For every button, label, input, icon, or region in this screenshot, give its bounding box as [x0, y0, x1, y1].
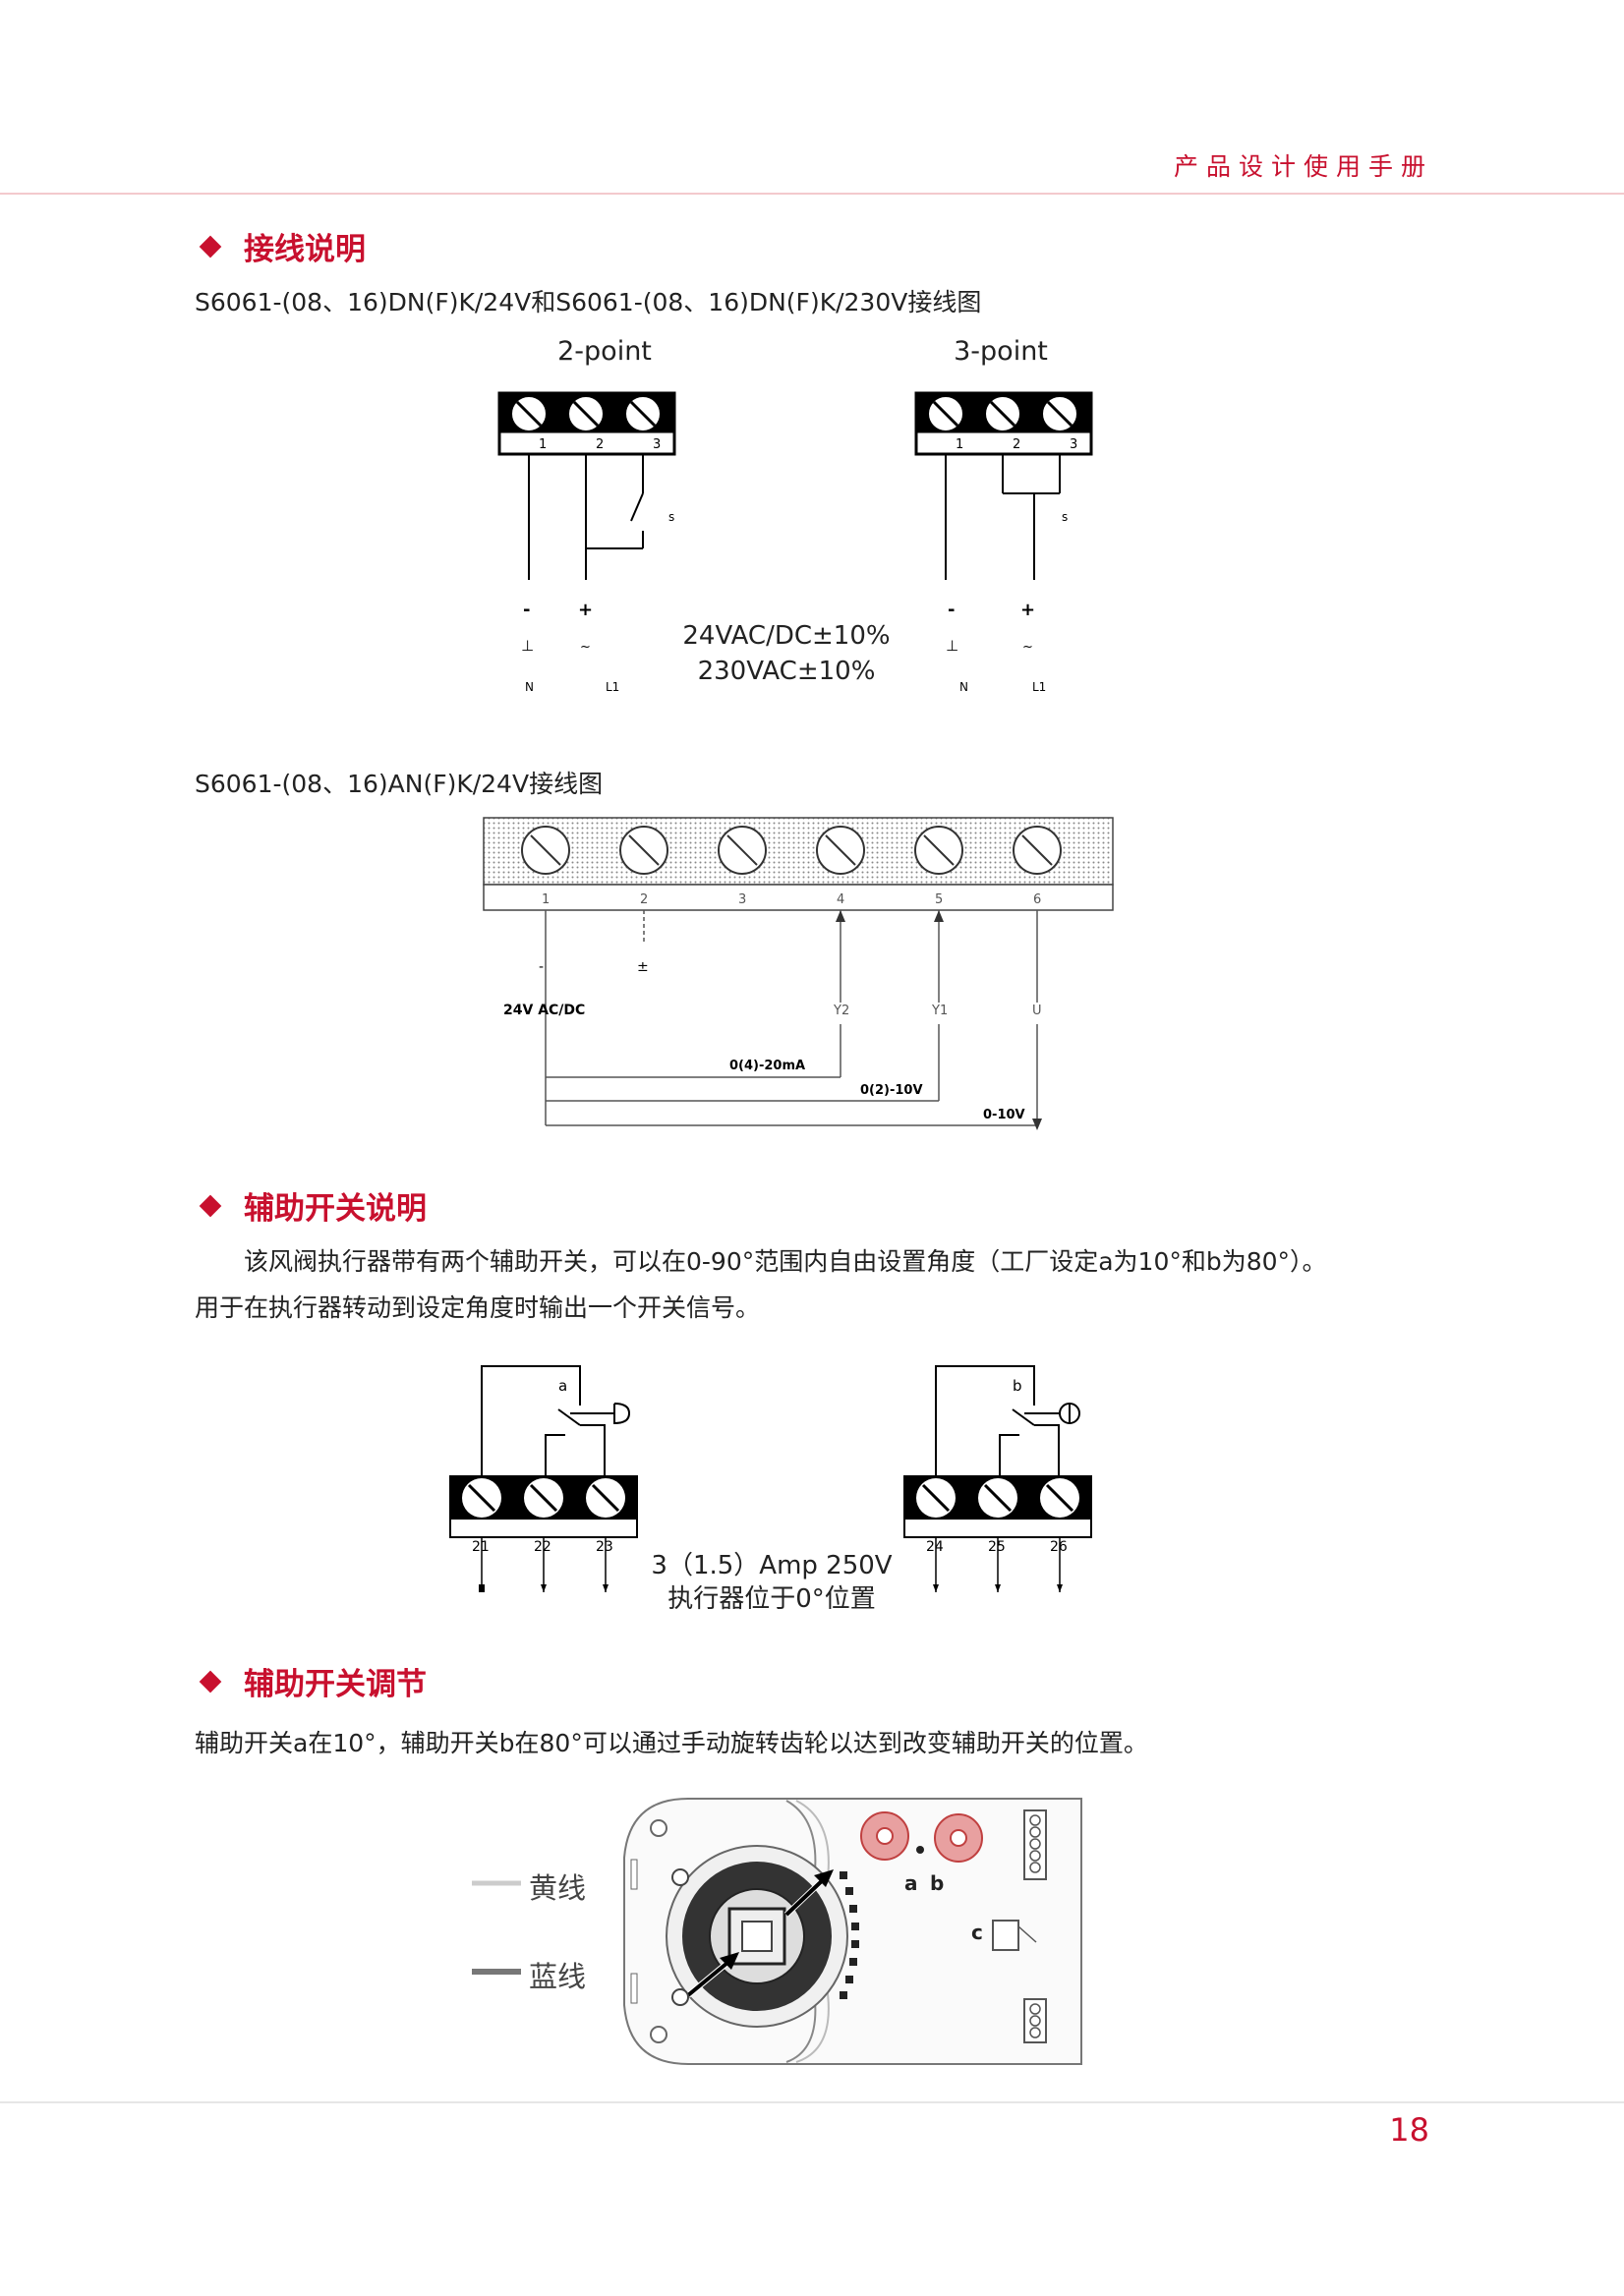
section-title-wiring: 接线说明	[197, 224, 366, 268]
ac-symbol: ~	[580, 640, 591, 655]
cam-b-label: b	[930, 1871, 945, 1895]
aux-position-note: 执行器位于0°位置	[667, 1584, 876, 1614]
aux-switch-a	[449, 1365, 638, 1592]
adjust-description: 辅助开关a在10°，辅助开关b在80°可以通过手动旋转齿轮以达到改变辅助开关的位…	[195, 1729, 1148, 1757]
an-y1-label: Y1	[931, 1004, 948, 1018]
terminal-number: 3	[653, 437, 661, 452]
terminal-number: 2	[1013, 437, 1020, 452]
diamond-bullet-icon	[199, 1194, 222, 1217]
an-v10-label: 0-10V	[983, 1108, 1025, 1122]
section-title-text: 接线说明	[244, 232, 366, 267]
terminal-number: 23	[596, 1539, 613, 1555]
terminal-number: 1	[956, 437, 963, 452]
terminal-number: 1	[539, 437, 547, 452]
switch-label: s	[1062, 510, 1068, 524]
terminal-number: 24	[926, 1539, 944, 1555]
an-terminal-number: 3	[738, 892, 746, 907]
diamond-bullet-icon	[199, 235, 222, 258]
n-label: N	[959, 680, 968, 694]
header-title: 产品设计使用手册	[1173, 152, 1433, 181]
an-terminal-number: 1	[542, 892, 550, 907]
two-point-label: 2-point	[557, 336, 652, 367]
actuator-illustration	[462, 1789, 1091, 2084]
switch-label: s	[668, 510, 674, 524]
plus-label: +	[1020, 600, 1035, 620]
terminal-number: 22	[534, 1539, 551, 1555]
terminal-block-3point	[914, 391, 1093, 456]
aux-switch-diagram: a 21 22 23 b 24 25 26	[449, 1365, 1092, 1592]
section-title-aux-switch: 辅助开关说明	[197, 1183, 427, 1228]
section-title-text: 辅助开关调节	[244, 1667, 427, 1702]
ac-symbol: ~	[1022, 640, 1033, 655]
minus-label: -	[523, 600, 530, 620]
terminal-number: 21	[472, 1539, 490, 1555]
wiring-diagram-dn: 1 2 3 s - + ⊥ ~ N L1 1 2 3 s - + ⊥ ~ N L…	[497, 391, 1093, 694]
aux-rating: 3（1.5）Amp 250V	[651, 1551, 893, 1580]
header-rule	[0, 193, 1624, 195]
yellow-wire-label: 黄线	[529, 1871, 587, 1905]
voltage-range-dc: 24VAC/DC±10%	[682, 621, 891, 651]
l1-label: L1	[1032, 680, 1046, 694]
an-plus: ±	[637, 959, 649, 975]
l1-label: L1	[606, 680, 619, 694]
switch-b-label: b	[1013, 1377, 1022, 1395]
an-y2-label: Y2	[833, 1004, 849, 1018]
an-u-label: U	[1032, 1004, 1042, 1018]
wiring-diagram-an: 1 2 3 4 5 6 - ± 24V AC/DC Y2 Y1 U 0(4)-2…	[483, 817, 1114, 1130]
terminal-block-2point	[497, 391, 676, 456]
minus-label: -	[948, 600, 955, 620]
terminal-number: 3	[1070, 437, 1077, 452]
three-point-label: 3-point	[954, 336, 1048, 367]
an-v2-label: 0(2)-10V	[860, 1083, 923, 1098]
diamond-bullet-icon	[199, 1670, 222, 1693]
aux-switch-b	[903, 1365, 1092, 1592]
plus-label: +	[578, 600, 593, 620]
an-terminal-number: 5	[935, 892, 943, 907]
an-minus: -	[539, 959, 544, 975]
an-terminal-number: 4	[837, 892, 844, 907]
n-label: N	[525, 680, 534, 694]
cam-a-label: a	[904, 1871, 918, 1895]
ground-symbol: ⊥	[521, 637, 534, 655]
blue-wire-label: 蓝线	[529, 1960, 587, 1993]
voltage-range-ac: 230VAC±10%	[697, 657, 876, 686]
wiring-caption-dn: S6061-(08、16)DN(F)K/24V和S6061-(08、16)DN(…	[195, 288, 982, 316]
ground-symbol: ⊥	[946, 637, 958, 655]
page-number: 18	[1389, 2111, 1429, 2149]
section-title-aux-adjust: 辅助开关调节	[197, 1659, 427, 1703]
terminal-number: 26	[1050, 1539, 1068, 1555]
terminal-number: 2	[596, 437, 604, 452]
an-terminal-number: 6	[1033, 892, 1041, 907]
switch-c-label: c	[971, 1921, 983, 1944]
switch-a-label: a	[558, 1377, 567, 1395]
an-supply-label: 24V AC/DC	[503, 1003, 585, 1018]
section-title-text: 辅助开关说明	[244, 1191, 427, 1227]
an-terminal-number: 2	[640, 892, 648, 907]
terminal-number: 25	[988, 1539, 1006, 1555]
an-ma-label: 0(4)-20mA	[729, 1059, 805, 1073]
aux-description-1: 该风阀执行器带有两个辅助开关，可以在0-90°范围内自由设置角度（工厂设定a为1…	[244, 1247, 1327, 1276]
aux-description-2: 用于在执行器转动到设定角度时输出一个开关信号。	[195, 1293, 761, 1322]
wiring-caption-an: S6061-(08、16)AN(F)K/24V接线图	[195, 770, 604, 798]
footer-rule	[0, 2101, 1624, 2103]
